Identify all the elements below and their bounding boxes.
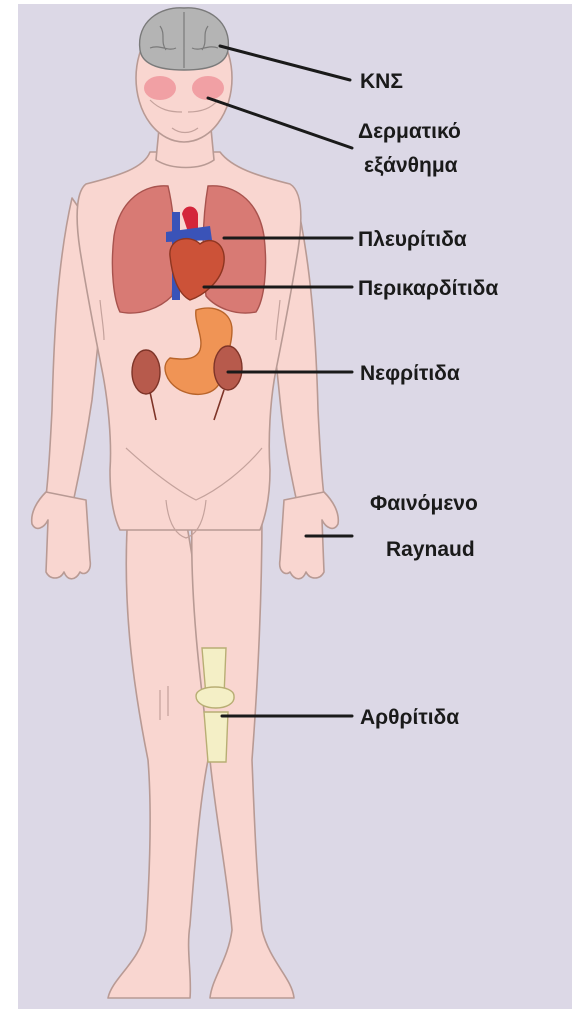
brain [140, 8, 229, 70]
right-kidney [132, 350, 160, 394]
label-nephritis: Νεφρίτιδα [360, 362, 460, 385]
label-cns: ΚΝΣ [360, 70, 403, 93]
label-rash-line1: Δερματικό [358, 120, 461, 143]
rash-right-cheek [192, 76, 224, 100]
rash-left-cheek [144, 76, 176, 100]
label-rash-line2: εξάνθημα [364, 154, 458, 177]
label-raynaud-line2: Raynaud [386, 538, 475, 561]
label-pericarditis: Περικαρδίτιδα [358, 277, 498, 300]
label-pleuritis: Πλευρίτιδα [358, 228, 467, 251]
label-arthritis: Αρθρίτιδα [360, 706, 459, 729]
label-raynaud-line1: Φαινόμενο [370, 492, 478, 515]
left-kidney [214, 346, 242, 390]
